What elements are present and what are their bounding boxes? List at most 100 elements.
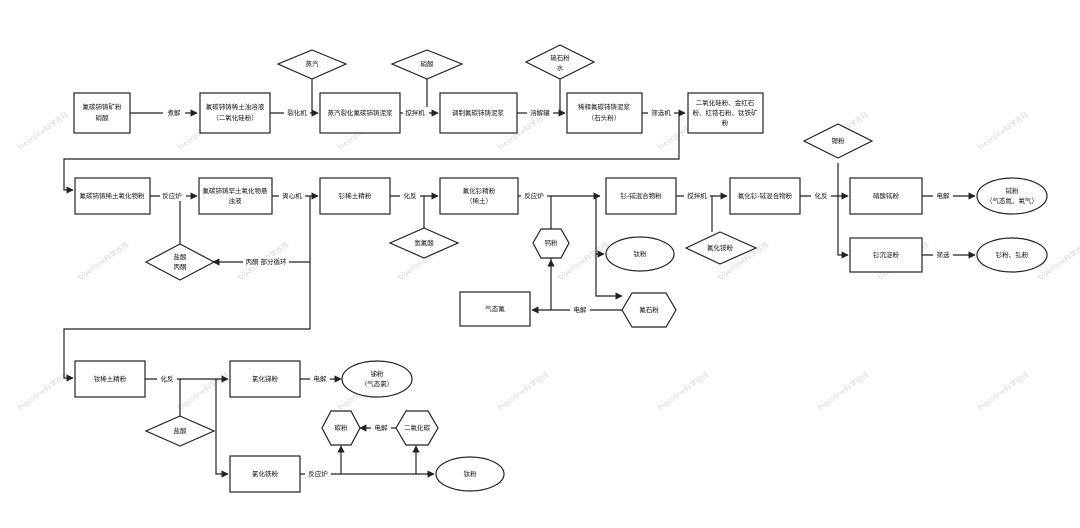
node-ree-liquor-line2: 浊液: [229, 196, 243, 205]
svg-text:电解: 电解: [375, 423, 389, 432]
svg-text:电解: 电解: [574, 305, 588, 314]
node-gas-f-label: 气态氟: [485, 304, 505, 313]
node-dilute-slurry-line1: 稀释氟碳铈铸泥浆: [578, 102, 631, 111]
edge-label-recycle: 丙酮 部分循环: [243, 256, 289, 267]
watermark-text: bioonline科学在线: [16, 110, 70, 152]
node-chloride1-label: 氯化锑粉: [252, 374, 279, 383]
node-hydrofluoric: 氢氟酸: [388, 227, 460, 259]
node-sm-y-mix-label: 钐-铽混合物粉: [620, 191, 662, 200]
node-ammonium-f-label: 氟化铵粉: [707, 243, 734, 252]
node-yb-concentrate: 钕稀土精粉: [74, 360, 146, 398]
node-carbon: 碳粉: [321, 410, 361, 446]
svg-text:化反: 化反: [404, 191, 418, 200]
node-smf-concentrate-line1: 氟化钐精粉: [463, 186, 496, 195]
edge-label-screen2: 筛选: [933, 249, 953, 260]
node-chloride2: 氯化铁粉: [229, 455, 301, 493]
edge-label-electrolysis1: 电解: [570, 304, 590, 315]
node-screen-out-line3: 粉: [722, 118, 729, 127]
node-ree-liquor-line1: 氟碳铈铸罕土氧化物悬: [203, 186, 269, 195]
node-chloride2-label: 氯化铁粉: [252, 469, 279, 478]
node-gypsum-water-line1: 硫石粉: [550, 53, 570, 62]
edge-label-reactor2: 反应炉: [521, 190, 547, 201]
svg-text:丙酮 部分循环: 丙酮 部分循环: [245, 257, 287, 266]
node-hcl-acetone: 盐酸 丙酮: [144, 243, 216, 281]
svg-text:离心机: 离心机: [282, 191, 302, 200]
edge-label-screen: 筛选机: [648, 107, 674, 118]
edge-label-boil: 煮解: [163, 107, 185, 118]
node-hydrofluoric-label: 氢氟酸: [414, 238, 434, 247]
node-steam-slurry-label: 蒸汽裂化氟碳铈铸泥浆: [328, 108, 394, 117]
edge-label-dissolve: 溶解罐: [527, 107, 553, 118]
node-fluorite: 氟石粉: [621, 292, 677, 328]
node-ammonium-f: 氟化铵粉: [684, 231, 758, 265]
edge-down-row3: [63, 262, 311, 382]
node-prep-slurry: 调制氟碳铈铸泥浆: [439, 92, 518, 134]
node-steam-label: 蒸汽: [306, 59, 320, 68]
node-ti-powder-label: 钛粉: [634, 249, 648, 258]
node-gypsum-water: 硫石粉 水: [524, 44, 596, 80]
node-hcl-label: 盐酸: [174, 426, 188, 435]
node-leach: 氟碳铈铸稀土浊溶液 （二氧化硅粉）: [199, 92, 271, 134]
edge-label-fluorinate1: 化反: [400, 190, 420, 201]
edge-label-fluorinate2: 化反: [811, 190, 831, 201]
edge-label-electrolysis4: 电解: [371, 422, 391, 433]
edge-screen-down: [63, 113, 680, 194]
node-nitric-label: 硝酸: [421, 59, 435, 68]
node-sm-precip: 钐沉淀粉: [849, 237, 923, 273]
node-sm-precip-label: 钐沉淀粉: [873, 250, 900, 259]
edge-label-fluorinate3: 化反: [157, 373, 177, 384]
node-ti-metal-label: 钛粉: [464, 469, 478, 478]
edge-label-centrifuge: 离心机: [279, 190, 305, 201]
svg-text:化反: 化反: [161, 374, 175, 383]
svg-text:筛选: 筛选: [937, 250, 951, 259]
edge-label-reactor1: 反应炉: [160, 190, 186, 201]
svg-text:溶解罐: 溶解罐: [530, 108, 550, 117]
edge-label-stir1: 搅拌机: [403, 107, 429, 118]
watermark-text: bioonline科学在线: [656, 370, 710, 412]
svg-text:煮解: 煮解: [168, 108, 182, 117]
node-hcl: 盐酸: [144, 415, 216, 447]
node-screen-out-line2: 粉、红锆石粉、钛铁矿: [693, 108, 759, 117]
edge-label-electrolysis2: 电解: [933, 190, 953, 201]
watermark-text: bioonline科学在线: [976, 110, 1030, 152]
node-sr-powder-label: 锶粉: [832, 136, 846, 145]
node-smf-concentrate: 氟化钐精粉 （稀土）: [439, 177, 519, 215]
node-oxide-powder: 氟碳铈铸稀土氧化物粉: [74, 177, 151, 215]
node-fluoride-mix: 氟化钐-铽混合物粉: [729, 177, 801, 215]
edge-label-reactor3: 反应炉: [305, 468, 331, 479]
node-co2-label: 二氧化碳: [404, 423, 431, 432]
node-nitric: 硝酸: [390, 49, 464, 80]
node-steam-slurry: 蒸汽裂化氟碳铈铸泥浆: [319, 92, 401, 134]
watermark-text: bioonline科学在线: [16, 370, 70, 412]
node-ti-metal: 钛粉: [435, 456, 505, 492]
edge-label-electrolysis3: 电解: [310, 373, 330, 384]
node-leach-line1: 氟碳铈铸稀土浊溶液: [206, 102, 265, 111]
node-sm-y-mix: 钐-铽混合物粉: [605, 177, 677, 215]
node-cl-metal-line2: （气态氯）: [361, 379, 394, 388]
node-leach-line2: （二氧化硅粉）: [212, 113, 258, 122]
node-tb-nitrate: 硝酸铽粉: [849, 177, 923, 215]
node-ti-powder: 钛粉: [605, 236, 675, 272]
node-ore-line1: 氟碳铈铸矿粉: [83, 102, 123, 111]
edge-chloride2: [215, 379, 229, 478]
edge-fluorite: [595, 254, 623, 300]
svg-text:反应炉: 反应炉: [524, 191, 544, 200]
node-steam: 蒸汽: [276, 49, 348, 80]
watermark-text: bioonline科学在线: [976, 370, 1030, 412]
node-gypsum-water-line2: 水: [557, 63, 564, 72]
node-screen-out: 二氧化硅粉、金红石 粉、红锆石粉、钛铁矿 粉: [687, 92, 764, 134]
node-sr-powder: 锶粉: [802, 123, 874, 159]
edge-sr-in: [837, 163, 849, 259]
svg-text:电解: 电解: [937, 191, 951, 200]
node-yb-concentrate-label: 钕稀土精粉: [94, 374, 127, 383]
node-oxide-powder-label: 氟碳铈铸稀土氧化物粉: [80, 191, 146, 200]
watermark-text: bioonline科学在线: [816, 370, 870, 412]
node-gas-f: 气态氟: [459, 291, 531, 327]
svg-text:反应炉: 反应炉: [162, 191, 182, 200]
node-smf-concentrate-line2: （稀土）: [466, 196, 492, 205]
svg-text:筛选机: 筛选机: [651, 108, 671, 117]
svg-text:搅拌机: 搅拌机: [405, 108, 425, 117]
watermark-text: bioonline科学在线: [496, 370, 550, 412]
nodes: 氟碳铈铸矿粉 硝酸 氟碳铈铸稀土浊溶液 （二氧化硅粉） 蒸汽裂化氟碳铈铸泥浆 调…: [73, 44, 1048, 493]
node-screen-out-line1: 二氧化硅粉、金红石: [696, 98, 755, 107]
